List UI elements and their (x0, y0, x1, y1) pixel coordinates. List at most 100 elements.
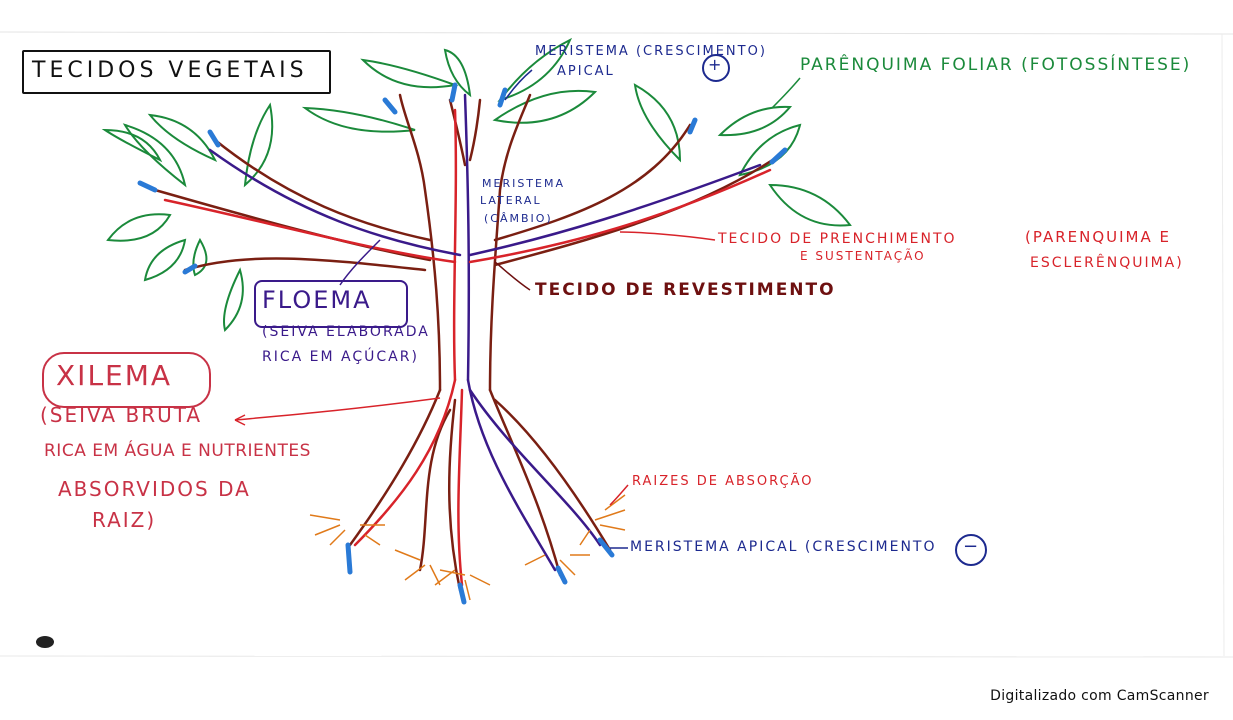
leader-raizes (609, 484, 629, 506)
leader-xilema (234, 397, 441, 421)
meristem-tip (457, 582, 467, 605)
branch-right-upper (493, 123, 692, 242)
meristem-tip (769, 147, 788, 165)
root-right (488, 388, 562, 577)
branch-left-upper (213, 138, 432, 242)
leader-meristema-apical (504, 69, 533, 101)
leaf (633, 83, 682, 163)
phloem-trunk (463, 93, 471, 382)
leaf (143, 238, 187, 282)
leaf (106, 213, 172, 242)
xylem-branch (163, 198, 457, 264)
xylem-trunk (452, 108, 458, 382)
leader-tecido-preenchimento (619, 231, 716, 241)
label-meristema-lateral-2: LATERAL (480, 194, 542, 207)
leaf (443, 48, 472, 98)
meristem-tip (497, 87, 508, 108)
meristem-tip (555, 565, 568, 585)
plus-circle (702, 54, 730, 82)
trunk-right-edge (488, 93, 532, 392)
leaf (147, 113, 218, 163)
tree-trunk (153, 93, 782, 592)
xilema-box (42, 352, 211, 408)
label-xilema-desc-1: (SEIVA BRUTA (40, 403, 203, 427)
branch-top-left (448, 98, 467, 167)
xylem-branch (468, 168, 772, 264)
label-xilema-desc-2: RICA EM ÁGUA E NUTRIENTES (44, 441, 311, 461)
phloem-branch (208, 148, 462, 257)
leader-lines (234, 69, 801, 549)
label-floema-desc-1: (SEIVA ELABORADA (262, 324, 430, 340)
root-hair (579, 494, 626, 546)
root-hair (309, 514, 385, 546)
meristem-tip (137, 180, 158, 193)
camscanner-stamp (36, 636, 54, 648)
arrow-head (234, 414, 246, 426)
vascular-tissue (163, 93, 772, 587)
xylem-root (353, 378, 457, 547)
page-title: TECIDOS VEGETAIS (32, 58, 308, 83)
label-floema: FLOEMA (262, 286, 372, 314)
root-hair (524, 554, 590, 576)
label-meristema-lateral-1: MERISTEMA (482, 177, 565, 190)
floema-box (254, 280, 408, 328)
label-raizes-absorcao: RAIZES DE ABSORÇÃO (632, 474, 814, 489)
root-center (448, 398, 462, 592)
root-hair (394, 549, 466, 586)
label-parenquima-esclerenquima-1: (PARENQUIMA E (1025, 228, 1171, 246)
trunk-left-edge (398, 93, 442, 392)
leaf (497, 37, 573, 102)
phloem-root (468, 388, 602, 547)
root-inner (418, 408, 452, 572)
label-floema-desc-2: RICA EM AÇÚCAR) (262, 349, 419, 365)
leader-tecido-revestimento (494, 261, 531, 291)
root-far-right (493, 398, 612, 552)
label-xilema-desc-4: RAIZ) (92, 508, 157, 532)
leaf (223, 267, 244, 332)
label-meristema-apical-top-1: MERISTEMA (CRESCIMENTO) (535, 44, 767, 59)
label-meristema-apical-top-2: APICAL (557, 64, 615, 79)
leaf (243, 102, 274, 188)
label-parenquima-esclerenquima-2: ESCLERÊNQUIMA) (1030, 255, 1184, 271)
leaf (717, 105, 793, 137)
phloem-branch (468, 163, 762, 257)
leaf (192, 237, 208, 277)
meristem-tip (449, 82, 458, 103)
label-tecido-preenchimento-1: TECIDO DE PRENCHIMENTO (718, 231, 957, 247)
paper-edge-top (0, 31, 1233, 35)
leaf (768, 183, 852, 227)
title-box (22, 50, 331, 94)
label-xilema: XILEMA (56, 359, 173, 392)
paper-edge-right (1221, 33, 1225, 657)
branch-left-low (183, 257, 427, 272)
meristem-tip (597, 537, 615, 558)
root-hairs (309, 494, 626, 601)
minus-circle (955, 534, 987, 566)
leaf (360, 58, 459, 89)
meristem-tip (207, 129, 221, 148)
label-parenquima-foliar: PARÊNQUIMA FOLIAR (FOTOSSÍNTESE) (800, 55, 1192, 75)
stamp-mark (36, 636, 54, 648)
phloem-root (466, 378, 557, 572)
minus-sign: − (963, 536, 979, 557)
footer-watermark: Digitalizado com CamScanner (990, 688, 1209, 704)
meristem-tip (687, 117, 698, 135)
label-meristema-apical-bottom: MERISTEMA APICAL (CRESCIMENTO (630, 539, 937, 555)
xylem-root (457, 388, 464, 587)
label-tecido-preenchimento-2: E SUSTENTAÇÃO (800, 249, 926, 263)
root-hair (434, 569, 491, 601)
leader-parenquima-foliar (771, 77, 801, 109)
meristem-tips (137, 82, 788, 605)
label-tecido-revestimento: TECIDO DE REVESTIMENTO (535, 280, 836, 300)
leaves (101, 37, 852, 332)
meristem-tip (182, 263, 198, 275)
label-meristema-lateral-3: (CÂMBIO) (484, 212, 553, 225)
branch-right-low (493, 153, 782, 267)
meristem-tip (345, 542, 353, 575)
plus-sign: + (708, 55, 722, 74)
paper-edge-bottom (0, 655, 1233, 658)
branch-top-right (468, 98, 482, 162)
leaf (122, 123, 187, 188)
label-xilema-desc-3: ABSORVIDOS DA (58, 477, 251, 501)
